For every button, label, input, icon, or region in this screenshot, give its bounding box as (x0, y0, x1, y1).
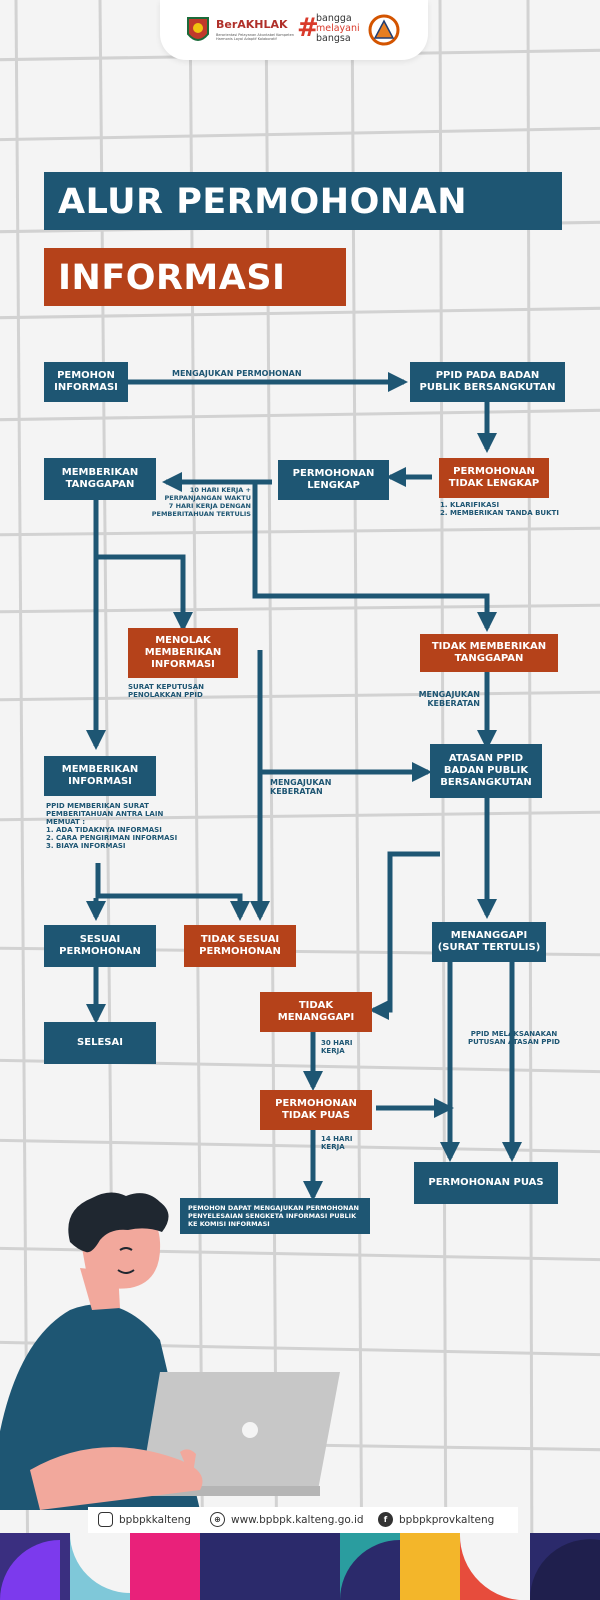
tagline-word-1: bangga (316, 13, 352, 24)
note-14-hari: 14 HARI KERJA (321, 1135, 353, 1151)
facebook-handle: bpbpkprovkalteng (399, 1513, 495, 1526)
box-menanggapi: MENANGGAPI (SURAT TERTULIS) (432, 922, 546, 962)
box-memberikan-informasi: MEMBERIKAN INFORMASI (44, 756, 156, 796)
facebook-icon: f (378, 1512, 393, 1527)
government-crest-icon (187, 17, 209, 41)
footer-website[interactable]: ⊕ www.bpbpk.kalteng.go.id (210, 1512, 364, 1527)
note-ppid-melaksanakan: PPID MELAKSANAKAN PUTUSAN ATASAN PPID (468, 1030, 560, 1046)
box-tidak-menanggapi: TIDAK MENANGGAPI (260, 992, 372, 1032)
box-sengketa-komisi-informasi: PEMOHON DAPAT MENGAJUKAN PERMOHONAN PENY… (180, 1198, 370, 1234)
box-permohonan-tidak-lengkap: PERMOHONAN TIDAK LENGKAP (439, 458, 549, 498)
note-30-hari: 30 HARI KERJA (321, 1039, 353, 1055)
instagram-icon (98, 1512, 113, 1527)
instagram-handle: bpbpkkalteng (119, 1513, 191, 1526)
footer-facebook[interactable]: f bpbpkprovkalteng (378, 1512, 494, 1527)
box-memberikan-tanggapan: MEMBERIKAN TANGGAPAN (44, 458, 156, 500)
box-menolak-memberikan-informasi: MENOLAK MEMBERIKAN INFORMASI (128, 628, 238, 678)
box-permohonan-puas: PERMOHONAN PUAS (414, 1162, 558, 1204)
box-tidak-memberikan-tanggapan: TIDAK MEMBERIKAN TANGGAPAN (420, 634, 558, 672)
note-waktu: 10 HARI KERJA + PERPANJANGAN WAKTU 7 HAR… (151, 486, 251, 518)
box-ppid-badan-publik: PPID PADA BADAN PUBLIK BERSANGKUTAN (410, 362, 565, 402)
note-tidak-lengkap: 1. KLARIFIKASI 2. MEMBERIKAN TANDA BUKTI (440, 501, 559, 517)
box-pemohon-informasi: PEMOHON INFORMASI (44, 362, 128, 402)
globe-icon: ⊕ (210, 1512, 225, 1527)
tagline-word-2: melayani (316, 23, 360, 34)
hashtag-symbol: # (297, 13, 319, 43)
person-laptop-illustration (0, 1192, 340, 1510)
tagline-word-3: bangsa (316, 33, 351, 44)
footer-instagram[interactable]: bpbpkkalteng (98, 1512, 191, 1527)
label-mengajukan-keberatan-2: MENGAJUKAN KEBERATAN (270, 778, 332, 796)
box-permohonan-lengkap: PERMOHONAN LENGKAP (278, 460, 389, 500)
note-ppid-surat: PPID MEMBERIKAN SURAT PEMBERITAHUAN ANTR… (46, 802, 178, 850)
label-mengajukan-keberatan-1: MENGAJUKAN KEBERATAN (418, 690, 480, 708)
box-permohonan-tidak-puas: PERMOHONAN TIDAK PUAS (260, 1090, 372, 1130)
title-line-1: ALUR PERMOHONAN (44, 172, 562, 230)
brand-subtitle: Berorientasi Pelayanan Akuntabel Kompete… (216, 33, 294, 41)
decorative-color-band (0, 1533, 600, 1600)
box-atasan-ppid: ATASAN PPID BADAN PUBLIK BERSANGKUTAN (430, 744, 542, 798)
website-url: www.bpbpk.kalteng.go.id (231, 1513, 364, 1526)
box-sesuai-permohonan: SESUAI PERMOHONAN (44, 925, 156, 967)
title-line-2: INFORMASI (44, 248, 346, 306)
footer-bar (88, 1507, 518, 1533)
box-tidak-sesuai-permohonan: TIDAK SESUAI PERMOHONAN (184, 925, 296, 967)
label-mengajukan-permohonan: MENGAJUKAN PERMOHONAN (172, 369, 302, 378)
note-surat-keputusan: SURAT KEPUTUSAN PENOLAKKAN PPID (128, 683, 204, 699)
brand-name: BerAKHLAK (216, 18, 288, 31)
agency-emblem-icon (368, 14, 400, 46)
box-selesai: SELESAI (44, 1022, 156, 1064)
